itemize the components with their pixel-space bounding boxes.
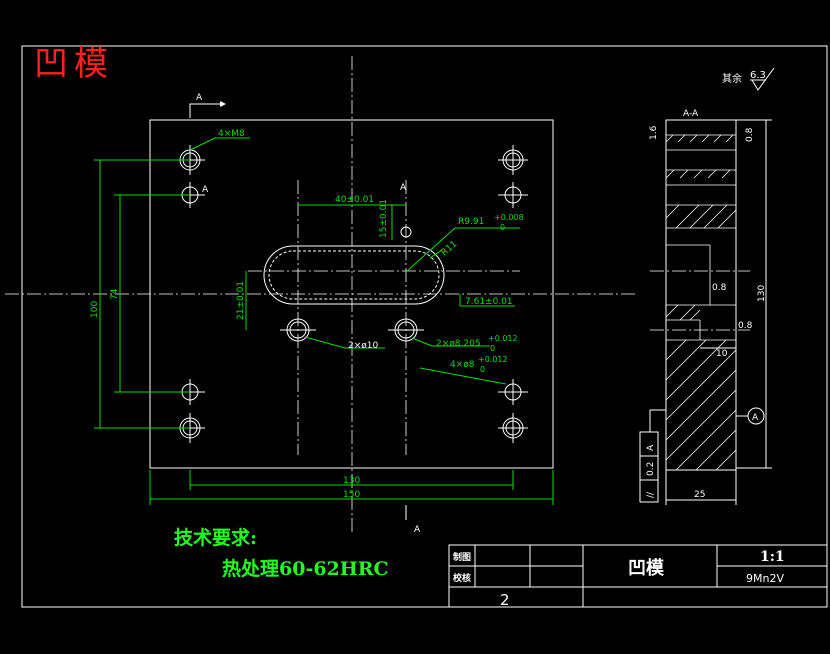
dim-r991-tol-lower: 0 — [500, 223, 505, 232]
dim-section-10: 10 — [716, 349, 728, 359]
dim-4xd8: 4×ø8 — [450, 360, 475, 370]
datum-circle — [747, 407, 765, 425]
dim-4xm8: 4×M8 — [218, 129, 245, 139]
requirements-line1: 热处理60-62HRC — [222, 558, 389, 580]
dim-21: 21±0.01 — [236, 281, 246, 320]
dim-2xd8205: 2×ø8.205 — [436, 339, 481, 349]
dim-15: 15±0.01 — [379, 199, 389, 238]
dim-r991-tol-upper: +0.008 — [494, 213, 524, 222]
dim-r11: R11 — [440, 239, 460, 258]
rough-right: 0.8 — [745, 127, 755, 142]
dim-4xd8-tol-upper: +0.012 — [478, 355, 508, 364]
tolerance-frame — [639, 431, 659, 503]
die-slot-inner — [268, 250, 440, 300]
section-hatching — [665, 134, 737, 471]
hole-tr — [498, 145, 528, 175]
tol-value: 0.2 — [646, 462, 656, 476]
drawing-title: 凹模 — [34, 44, 114, 84]
rough-left: 1.6 — [649, 125, 659, 140]
tol-datum: A — [646, 444, 656, 451]
centerline-marker: A — [400, 183, 407, 193]
dim-150: 150 — [343, 490, 360, 500]
datum-label: A — [752, 413, 759, 423]
tol-symbol: // — [646, 491, 656, 498]
dim-section-130: 130 — [757, 285, 767, 302]
dim-4xd8-tol-lower: 0 — [480, 365, 485, 374]
front-dimensions: 4×M8 40±0.01 A 15±0.01 R9.91 +0.008 0 R1… — [90, 129, 554, 505]
roughness-value: 6.3 — [750, 70, 766, 81]
drawing-border — [21, 45, 828, 608]
dowel-holes — [175, 182, 528, 405]
requirements-heading: 技术要求: — [174, 527, 258, 549]
section-outline — [665, 119, 737, 471]
roughness-label: 其余 — [722, 72, 742, 85]
section-arrowhead-top — [220, 101, 226, 107]
section-view: A-A 1.6 0.8 0.8 0.8 10 130 25 — [639, 109, 772, 505]
tb-scale: 1:1 — [760, 549, 785, 565]
hole-marker: A — [202, 185, 209, 195]
rough-mid2: 0.8 — [738, 321, 753, 331]
pilot-hole — [400, 226, 412, 238]
dowel-br — [498, 379, 528, 405]
front-view: A A A 4×M8 — [5, 56, 637, 535]
tb-sheet-no: 2 — [500, 591, 510, 609]
hole-d10-left — [280, 318, 316, 342]
tb-checked-label: 校核 — [453, 572, 471, 584]
roughness-note: 其余 6.3 — [722, 67, 775, 91]
dim-section-25: 25 — [694, 490, 705, 500]
title-block: 制图 校核 凹模 1:1 9Mn2V 2 — [448, 544, 828, 609]
section-marker-top: A — [196, 93, 203, 103]
section-arrow-top — [189, 103, 220, 118]
dim-130: 130 — [343, 476, 360, 486]
section-label: A-A — [683, 109, 699, 119]
dim-40: 40±0.01 — [335, 195, 374, 205]
hole-br — [498, 413, 528, 443]
dim-r991: R9.91 — [458, 217, 484, 227]
dim-2xd10: 2×ø10 — [348, 341, 378, 351]
tb-drawn-label: 制图 — [453, 551, 471, 563]
section-marker-bottom: A — [414, 525, 421, 535]
dim-2xd8205-tol-lower: 0 — [490, 344, 495, 353]
dim-2xd8205-tol-upper: +0.012 — [488, 334, 518, 343]
hole-d8205-right — [388, 318, 424, 342]
dim-761: 7.61±0.01 — [465, 297, 513, 307]
rough-mid1: 0.8 — [712, 283, 727, 293]
die-slot-outer — [263, 245, 445, 305]
dowel-tr — [498, 182, 528, 208]
tb-part-name: 凹模 — [628, 557, 665, 579]
dim-74: 74 — [110, 288, 120, 300]
dim-100: 100 — [90, 301, 100, 318]
tb-material: 9Mn2V — [746, 572, 784, 585]
